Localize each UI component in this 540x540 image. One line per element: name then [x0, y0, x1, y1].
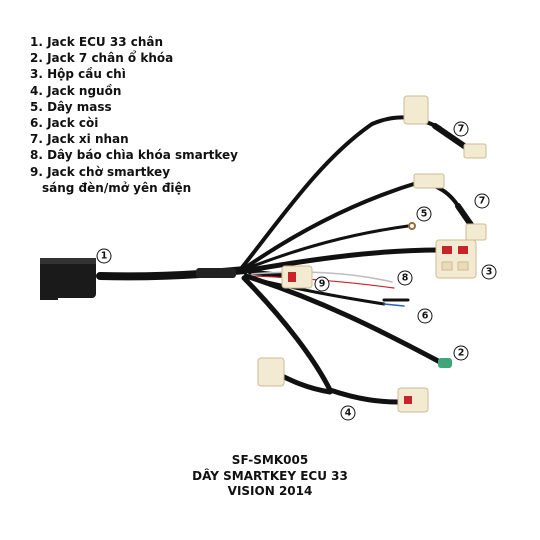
callout-6	[417, 308, 433, 324]
product-name: DÂY SMARTKEY ECU 33	[192, 468, 348, 483]
callout-5	[416, 206, 432, 222]
legend-item-9: 9. Jack chờ smartkey	[30, 164, 171, 179]
callout-markers	[96, 121, 497, 421]
callout-label-6: 6	[422, 311, 429, 322]
callout-1	[96, 248, 112, 264]
connectors	[40, 95, 487, 413]
smartkey-jack-connector	[281, 265, 313, 289]
callout-label-7a: 7	[458, 124, 465, 135]
jack-4-connector-right	[397, 387, 429, 413]
callout-4	[340, 405, 356, 421]
callout-label-1: 1	[101, 251, 108, 262]
legend-item-8: 8. Dây báo chìa khóa smartkey	[30, 148, 238, 163]
legend-item-2: 2. Jack 7 chân ổ khóa	[30, 51, 174, 66]
product-caption: SF-SMK005 DÂY SMARTKEY ECU 33 VISION 201…	[0, 453, 540, 500]
harness-cables	[96, 115, 479, 405]
jack-7-connector-lower	[413, 173, 445, 189]
callout-8	[397, 270, 413, 286]
jack-4-connector-left	[257, 357, 285, 387]
ecu-connector	[40, 258, 96, 298]
legend-item-1: 1. Jack ECU 33 chân	[30, 35, 164, 49]
jack-2-terminal	[438, 358, 452, 368]
callout-7a	[453, 121, 469, 137]
legend-item-3: 3. Hộp cầu chì	[30, 67, 126, 82]
callout-label-5: 5	[421, 209, 428, 220]
legend-item-6: 6. Jack còi	[30, 116, 99, 131]
legend-item-7: 7. Jack xi nhan	[30, 132, 129, 147]
legend: 1. Jack ECU 33 chân 2. Jack 7 chân ổ khó…	[30, 34, 290, 196]
jack-7-connector-upper	[403, 95, 429, 125]
callout-7b	[474, 193, 490, 209]
callout-label-3: 3	[486, 267, 493, 278]
callout-9	[314, 276, 330, 292]
callout-label-8: 8	[402, 273, 409, 284]
callout-numbers: 1 7 7 5 3 8 9 6 2 4	[101, 124, 493, 419]
callout-2	[453, 345, 469, 361]
product-model: VISION 2014	[227, 484, 313, 498]
product-code: SF-SMK005	[231, 453, 309, 467]
callout-label-4: 4	[345, 408, 352, 419]
callout-label-9: 9	[319, 279, 326, 290]
legend-item-9-continued: sáng đèn/mở yên điện	[42, 180, 192, 195]
fuse-box	[435, 239, 477, 279]
legend-item-4: 4. Jack nguồn	[30, 83, 122, 98]
callout-label-2: 2	[458, 348, 465, 359]
callout-3	[481, 264, 497, 280]
legend-item-5: 5. Dây mass	[30, 99, 112, 114]
callout-label-7b: 7	[479, 196, 486, 207]
